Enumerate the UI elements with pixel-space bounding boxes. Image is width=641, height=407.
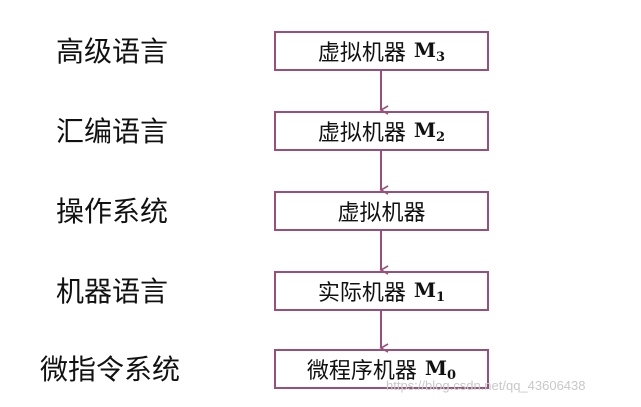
level-label-microinstruction-system: 微指令系统 — [40, 353, 181, 386]
level-label-assembly-language: 汇编语言 — [56, 115, 169, 148]
machine-name: M2 — [413, 117, 446, 145]
box-label: 实际机器 — [317, 281, 406, 306]
level-label-high-level-language: 高级语言 — [56, 35, 169, 68]
box-label: 虚拟机器 — [317, 121, 406, 146]
machine-name: M1 — [413, 277, 446, 305]
box-label: 虚拟机器 — [337, 201, 426, 226]
box-virtual-machine-m3: 虚拟机器 M3 — [274, 31, 489, 71]
machine-name: M3 — [413, 37, 446, 65]
box-label: 微程序机器 — [306, 359, 417, 384]
level-label-operating-system: 操作系统 — [56, 195, 169, 228]
watermark: https://blog.csdn.net/qq_43606438 — [386, 378, 586, 393]
box-virtual-machine: 虚拟机器 — [274, 191, 489, 231]
box-label: 虚拟机器 — [317, 41, 406, 66]
level-label-machine-language: 机器语言 — [56, 275, 169, 308]
machine-name: M0 — [424, 355, 457, 383]
box-virtual-machine-m2: 虚拟机器 M2 — [274, 111, 489, 151]
